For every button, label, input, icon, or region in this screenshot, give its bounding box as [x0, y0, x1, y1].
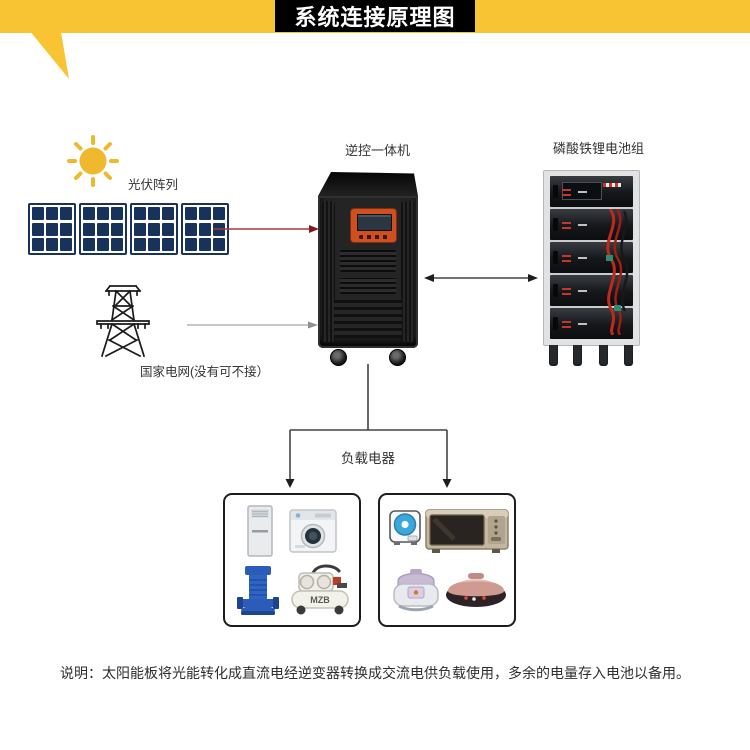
solar-panel: [79, 203, 127, 255]
inverter-unit: [318, 172, 418, 366]
inverter-top-face: [318, 172, 418, 196]
inverter-vent-column: [401, 201, 414, 342]
title-box: 系统连接原理图: [275, 0, 475, 32]
battery-leg: [600, 345, 607, 364]
inverter-to-load-branch: [285, 364, 452, 488]
compressor-brand-text: MZB: [310, 595, 330, 605]
inverter-vent: [334, 300, 402, 338]
battery-leg: [625, 345, 632, 364]
air-compressor-icon: MZB: [291, 564, 349, 615]
inverter-vent-column: [322, 201, 335, 342]
battery-controller-module: [550, 176, 633, 207]
inverter-label: 逆控一体机: [345, 143, 411, 158]
description-note: 说明：太阳能板将光能转化成直流电经逆变器转换成交流电供负载使用，多余的电量存入电…: [60, 665, 690, 681]
solar-panel-array: [28, 203, 229, 255]
battery-display: [562, 181, 602, 200]
battery-leg: [574, 345, 581, 364]
inverter-vent: [340, 278, 396, 294]
rice-cooker-icon: [393, 569, 439, 612]
power-grid-tower-icon: [96, 284, 150, 358]
water-pump-icon: [237, 566, 279, 615]
caster-wheel-icon: [389, 349, 406, 366]
inverter-display: [351, 209, 396, 242]
inverter-battery-double-arrow: [424, 274, 538, 282]
pv-array-label: 光伏阵列: [128, 178, 179, 192]
load-label: 负载电器: [341, 451, 395, 466]
grid-label: 国家电网(没有可不接）: [140, 365, 270, 379]
air-conditioner-icon: [247, 505, 273, 557]
washing-machine-icon: [289, 509, 337, 553]
battery-indicators: [603, 183, 622, 188]
battery-module: [550, 242, 633, 273]
solar-panel: [181, 203, 229, 255]
inverter-front-panel: [318, 196, 418, 348]
battery-cables: [606, 209, 629, 335]
banner-tail: [30, 32, 69, 79]
caster-wheel-icon: [330, 349, 347, 366]
inverter-lcd-screen: [357, 214, 392, 231]
load-box-right: [378, 493, 516, 627]
solar-panel: [28, 203, 76, 255]
microwave-oven-icon: [425, 509, 509, 553]
inverter-buttons: [359, 235, 389, 239]
battery-module-stack: [550, 176, 633, 339]
inverter-vent: [340, 250, 396, 272]
sun-icon: [67, 135, 119, 187]
battery-label: 磷酸铁锂电池组: [553, 141, 645, 156]
electric-fan-icon: [389, 510, 421, 545]
electric-baking-pan-icon: [446, 573, 506, 607]
battery-leg: [550, 345, 557, 364]
solar-panel: [130, 203, 178, 255]
battery-cabinet: [543, 170, 640, 364]
page-title: 系统连接原理图: [294, 5, 456, 30]
load-box-left: MZB: [223, 493, 361, 627]
grid-to-inverter-arrow: [187, 321, 318, 329]
